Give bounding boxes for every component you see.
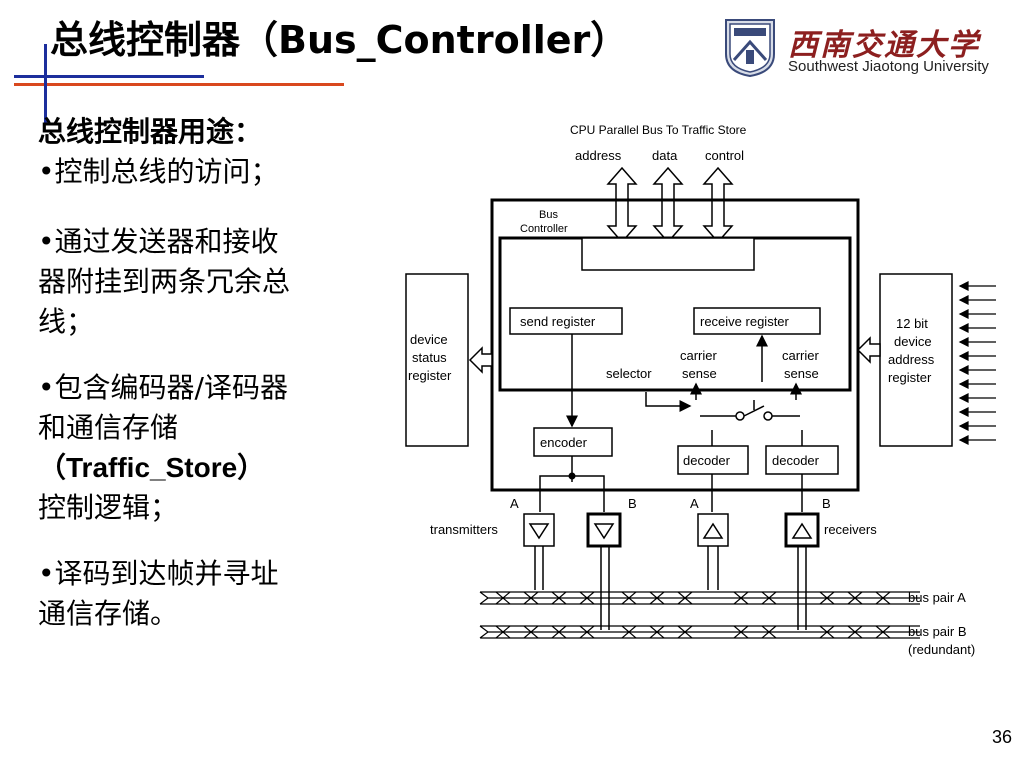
label-a-left: A bbox=[510, 496, 519, 511]
university-logo: 西南交通大学 Southwest Jiaotong University bbox=[720, 14, 992, 78]
device-address-3: address bbox=[888, 352, 935, 367]
bus-pair-a-line bbox=[479, 591, 920, 605]
send-register-box bbox=[509, 307, 623, 335]
status-register-arrow bbox=[468, 346, 493, 374]
bullet-line: •译码到达帧并寻址 bbox=[38, 557, 279, 590]
transmitters-label: transmitters bbox=[430, 522, 498, 537]
title-underline-blue bbox=[14, 75, 204, 78]
bullet-line: •包含编码器/译码器 bbox=[38, 371, 288, 404]
bullet-line: 器附挂到两条冗余总 bbox=[38, 265, 291, 298]
section-subtitle: 总线控制器用途： bbox=[38, 115, 263, 148]
carrier-sense-right-1: carrier bbox=[782, 348, 820, 363]
bus-drop-lines bbox=[534, 546, 807, 630]
bullet-line: 和通信存储 bbox=[38, 411, 179, 444]
device-status-register-box bbox=[405, 273, 469, 447]
university-name-en: Southwest Jiaotong University bbox=[788, 58, 989, 75]
decoder-right-box bbox=[765, 445, 839, 475]
label-a-right: A bbox=[690, 496, 699, 511]
device-address-4: register bbox=[888, 370, 932, 385]
address-input-arrows bbox=[958, 281, 996, 445]
bullet-encoder-decoder: •包含编码器/译码器 和通信存储 （Traffic_Store） 控制逻辑； bbox=[38, 368, 368, 528]
address-label: address bbox=[575, 148, 622, 163]
bus-pair-b-label: bus pair B bbox=[908, 624, 967, 639]
transmitter-b-box bbox=[586, 512, 622, 548]
decoder-right-label: decoder bbox=[772, 453, 820, 468]
bullet-access-control: •控制总线的访问； bbox=[38, 155, 279, 188]
carrier-sense-left-2: sense bbox=[682, 366, 717, 381]
selector-label: selector bbox=[606, 366, 652, 381]
bus-pair-b-redundant: (redundant) bbox=[908, 642, 975, 657]
decoder-left-label: decoder bbox=[683, 453, 731, 468]
transmitter-b-icon bbox=[593, 523, 615, 540]
transmitter-a-icon bbox=[528, 523, 550, 540]
decoder-left-box bbox=[677, 445, 749, 475]
bus-label: Bus bbox=[539, 209, 558, 221]
bullet-line: （Traffic_Store） bbox=[38, 452, 266, 483]
page-number: 36 bbox=[991, 727, 1012, 747]
university-emblem-icon bbox=[725, 19, 775, 78]
control-arrow bbox=[702, 166, 734, 244]
bullet-decode-frames: •译码到达帧并寻址 通信存储。 bbox=[38, 554, 368, 634]
title-vertical-rule bbox=[44, 44, 47, 124]
receivers-label: receivers bbox=[824, 522, 877, 537]
address-register-arrow bbox=[856, 336, 881, 364]
carrier-sense-right-2: sense bbox=[784, 366, 819, 381]
university-name-cn: 西南交通大学 bbox=[788, 28, 980, 63]
cpu-interface-box bbox=[581, 237, 755, 271]
address-arrow bbox=[606, 166, 638, 244]
bus-twists bbox=[495, 591, 891, 639]
control-label: control bbox=[705, 148, 744, 163]
carrier-sense-left-1: carrier bbox=[680, 348, 718, 363]
device-address-2: device bbox=[894, 334, 932, 349]
send-register-label: send register bbox=[520, 314, 596, 329]
encoder-label: encoder bbox=[540, 435, 588, 450]
description-text: 总线控制器用途： •控制总线的访问； •通过发送器和接收 器附挂到两条冗余总 线… bbox=[38, 112, 368, 634]
cpu-bus-label: CPU Parallel Bus To Traffic Store bbox=[570, 123, 747, 137]
bus-arrows bbox=[606, 166, 734, 244]
receiver-b-icon bbox=[791, 522, 813, 539]
bullet-line: 通信存储。 bbox=[38, 597, 179, 630]
encoder-box bbox=[533, 427, 613, 457]
device-status-3: register bbox=[408, 368, 452, 383]
label-b-right: B bbox=[822, 496, 831, 511]
device-status-1: device bbox=[410, 332, 448, 347]
receiver-a-icon bbox=[702, 522, 724, 539]
controller-label: Controller bbox=[520, 223, 568, 235]
data-label: data bbox=[652, 148, 678, 163]
bullet-line: 线； bbox=[38, 305, 95, 338]
bullet-line: 控制逻辑； bbox=[38, 491, 179, 524]
device-status-2: status bbox=[412, 350, 447, 365]
device-address-register-box bbox=[879, 273, 953, 447]
title-underline-red bbox=[14, 83, 344, 86]
bullet-redundant-bus: •通过发送器和接收 器附挂到两条冗余总 线； bbox=[38, 222, 368, 342]
device-address-1: 12 bit bbox=[896, 316, 928, 331]
receive-register-label: receive register bbox=[700, 314, 790, 329]
bus-controller-diagram: CPU Parallel Bus To Traffic Store addres… bbox=[405, 123, 996, 657]
page-title: 总线控制器（Bus_Controller） bbox=[50, 18, 629, 62]
bus-pair-b-line bbox=[479, 625, 920, 639]
receive-register-box bbox=[693, 307, 821, 335]
bullet-line: •通过发送器和接收 bbox=[38, 225, 279, 258]
label-b-left: B bbox=[628, 496, 637, 511]
data-arrow bbox=[652, 166, 684, 244]
bus-controller-outer-box bbox=[490, 198, 860, 492]
bus-pair-a-label: bus pair A bbox=[908, 590, 966, 605]
